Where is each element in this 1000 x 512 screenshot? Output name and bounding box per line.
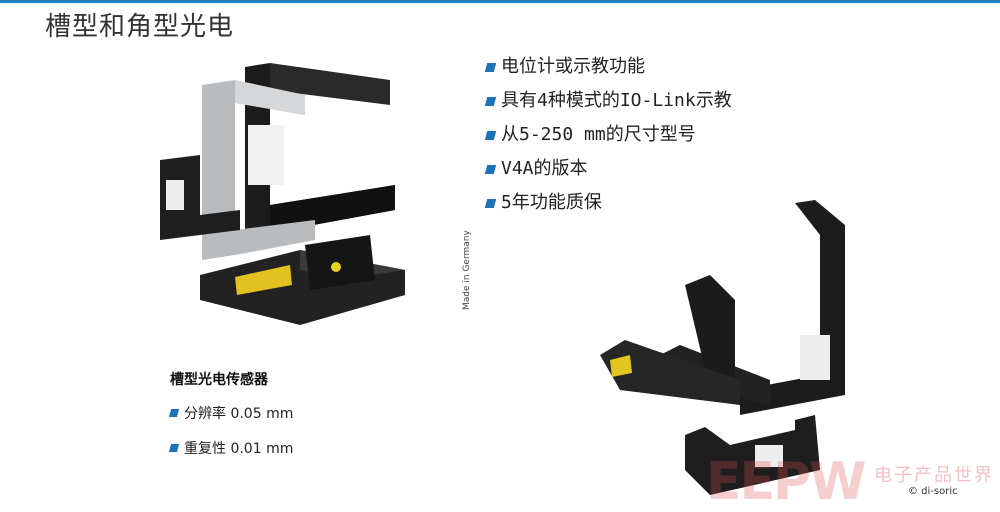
feature-text: 电位计或示教功能 (501, 56, 645, 77)
angle-sensors-group-image (600, 200, 845, 495)
bullet-icon (168, 444, 180, 452)
feature-item: 具有4种模式的IO-Link示教 (484, 84, 732, 118)
top-accent-rule (0, 0, 1000, 3)
spec-text: 重复性 0.01 mm (184, 441, 294, 457)
feature-item: 从5-250 mm的尺寸型号 (484, 118, 732, 152)
spec-item: 重复性 0.01 mm (168, 438, 294, 458)
spec-text: 分辨率 0.05 mm (184, 406, 294, 422)
bullet-icon (168, 409, 180, 417)
bullet-icon (484, 62, 497, 72)
bullet-icon (484, 96, 497, 106)
feature-text: 5年功能质保 (501, 192, 602, 213)
feature-text: 具有4种模式的IO-Link示教 (501, 90, 732, 111)
caption-title: 槽型光电传感器 (170, 372, 268, 388)
bullet-icon (484, 198, 497, 208)
fork-sensors-group-image (160, 63, 405, 325)
watermark-text: 电子产品世界 (874, 465, 994, 486)
copyright-label: © di-soric (908, 486, 958, 497)
feature-item: 电位计或示教功能 (484, 50, 732, 84)
feature-item: 5年功能质保 (484, 186, 732, 220)
bullet-icon (484, 130, 497, 140)
watermark-logo: EEPW (706, 452, 867, 512)
feature-text: 从5-250 mm的尺寸型号 (501, 124, 696, 145)
bullet-icon (484, 164, 497, 174)
spec-item: 分辨率 0.05 mm (168, 403, 294, 423)
made-in-label: Made in Germany (462, 230, 472, 310)
feature-list: 电位计或示教功能 具有4种模式的IO-Link示教 从5-250 mm的尺寸型号… (484, 50, 732, 220)
slide-title: 槽型和角型光电 (45, 12, 235, 42)
feature-item: V4A的版本 (484, 152, 732, 186)
feature-text: V4A的版本 (501, 158, 588, 179)
